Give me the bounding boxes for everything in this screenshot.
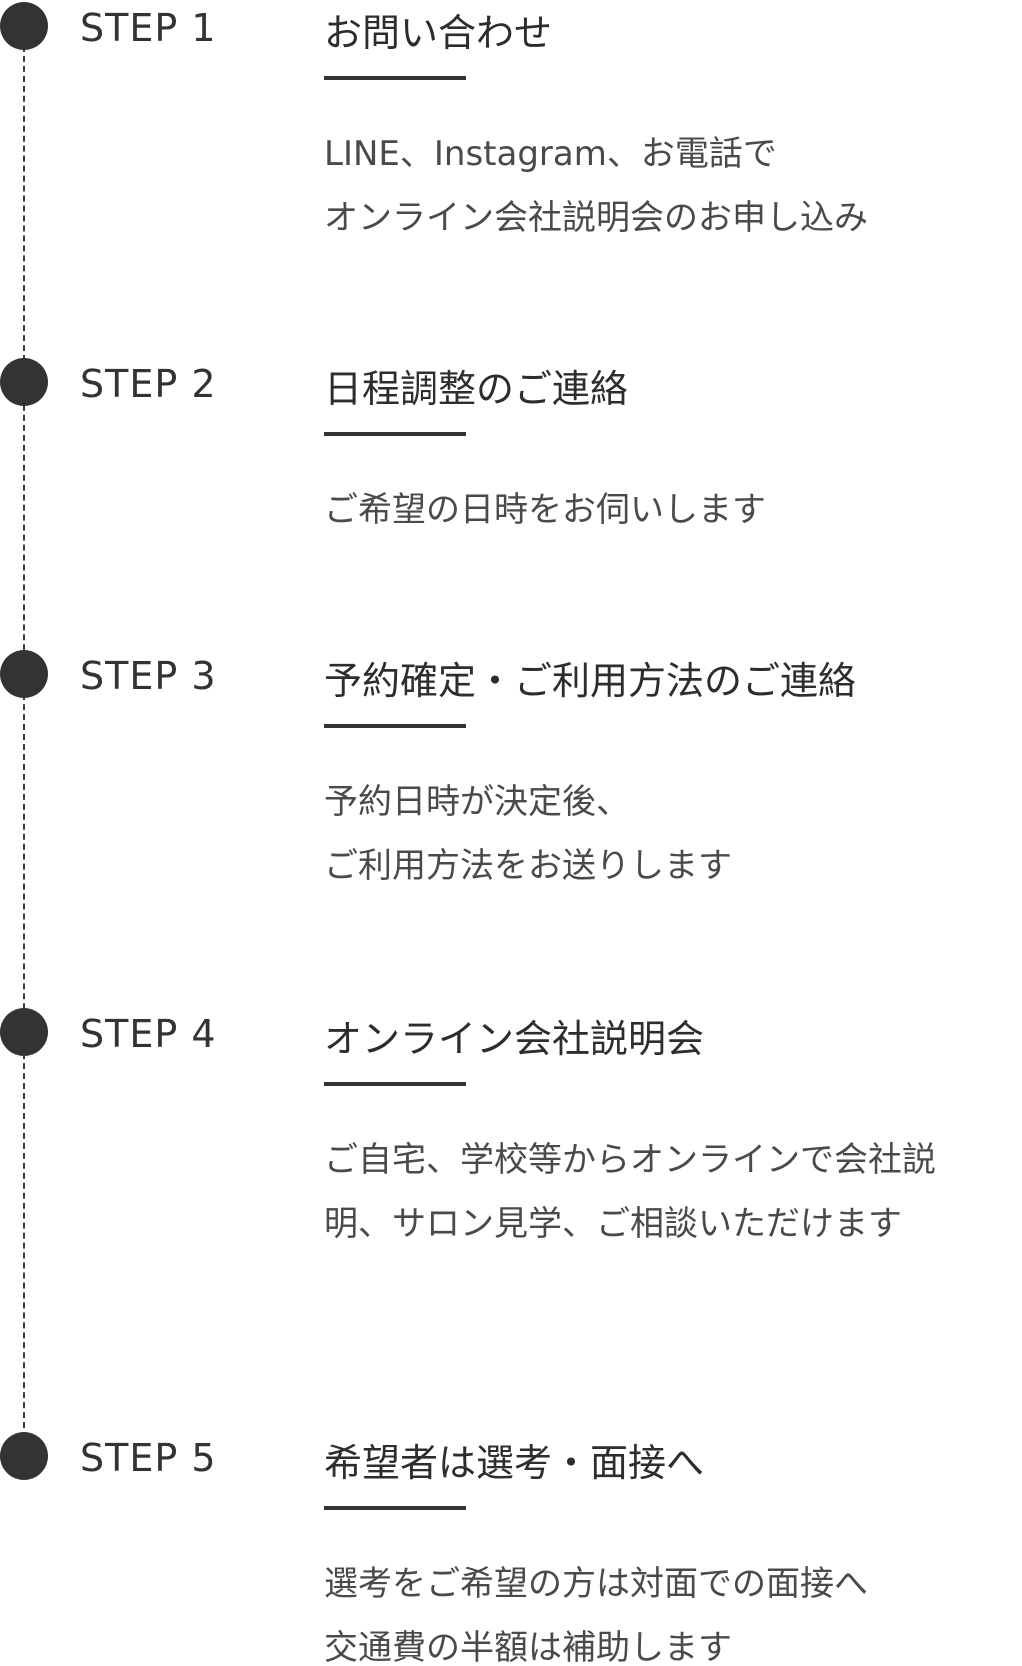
step-2-title: 日程調整のご連絡 [324, 367, 629, 411]
step-1-description: LINE、Instagram、お電話で オンライン会社説明会のお申し込み [324, 122, 868, 250]
step-5-underline [324, 1506, 466, 1510]
step-5-label: STEP 5 [80, 1436, 217, 1480]
step-3-dot-icon [0, 650, 48, 698]
step-1-description-line-2: オンライン会社説明会のお申し込み [324, 198, 868, 238]
step-5-description-line-1: 選考をご希望の方は対面での面接へ [324, 1564, 868, 1604]
step-2-underline [324, 432, 466, 436]
step-4-title: オンライン会社説明会 [324, 1017, 705, 1061]
step-2-dot-icon [0, 358, 48, 406]
step-4-underline [324, 1082, 466, 1086]
step-4-description: ご自宅、学校等からオンラインで会社説 明、サロン見学、ご相談いただけます [324, 1128, 936, 1256]
step-2-label: STEP 2 [80, 362, 217, 406]
step-5-title: 希望者は選考・面接へ [324, 1441, 705, 1485]
step-4-label: STEP 4 [80, 1012, 217, 1056]
step-1-title: お問い合わせ [324, 11, 553, 55]
step-5-dot-icon [0, 1432, 48, 1480]
step-5-description-line-2: 交通費の半額は補助します [324, 1628, 732, 1666]
step-3-description-line-1: 予約日時が決定後、 [324, 782, 630, 822]
step-3-description-line-2: ご利用方法をお送りします [324, 846, 732, 886]
step-1-description-line-1: LINE、Instagram、お電話で [324, 134, 777, 174]
step-4-dot-icon [0, 1008, 48, 1056]
step-5-description: 選考をご希望の方は対面での面接へ 交通費の半額は補助します [324, 1552, 868, 1666]
step-1-label: STEP 1 [80, 6, 217, 50]
step-2-description: ご希望の日時をお伺いします [324, 478, 766, 542]
step-3-underline [324, 724, 466, 728]
step-3-description: 予約日時が決定後、 ご利用方法をお送りします [324, 770, 732, 898]
step-1-underline [324, 76, 466, 80]
step-2-description-line-1: ご希望の日時をお伺いします [324, 490, 766, 530]
step-4-description-line-1: ご自宅、学校等からオンラインで会社説 [324, 1140, 936, 1180]
step-1-dot-icon [0, 2, 48, 50]
timeline-dashed-line [23, 26, 25, 1458]
step-3-label: STEP 3 [80, 654, 217, 698]
step-4-description-line-2: 明、サロン見学、ご相談いただけます [324, 1204, 902, 1244]
step-3-title: 予約確定・ご利用方法のご連絡 [324, 659, 857, 703]
